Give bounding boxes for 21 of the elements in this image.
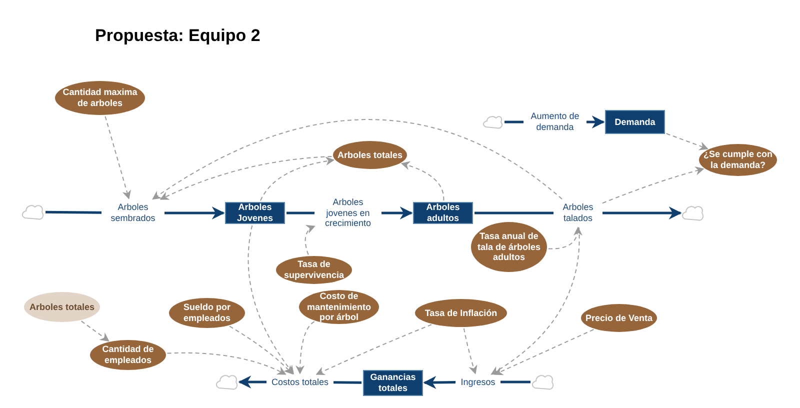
stock-box: Arboles adultos bbox=[413, 202, 473, 224]
diagram-title: Propuesta: Equipo 2 bbox=[95, 26, 260, 46]
variable-ellipse: Tasa de Inflación bbox=[415, 299, 507, 327]
stock-box: Demanda bbox=[605, 110, 665, 134]
variable-ellipse: Tasa de supervivencia bbox=[276, 256, 352, 284]
variable-ellipse: Cantidad de empleados bbox=[90, 340, 166, 370]
variable-ellipse: Cantidad maxima de arboles bbox=[55, 81, 145, 115]
cloud-symbol bbox=[532, 374, 554, 390]
shadow-variable-ellipse: Arboles totales bbox=[24, 292, 100, 322]
variable-ellipse: Precio de Venta bbox=[581, 304, 657, 332]
variable-ellipse: ¿Se cumple con la demanda? bbox=[699, 144, 777, 176]
stock-box: Ganancias totales bbox=[363, 370, 423, 396]
variable-ellipse: Sueldo por empleados bbox=[169, 298, 245, 328]
cloud-symbol bbox=[216, 374, 238, 390]
stock-box: Arboles Jovenes bbox=[225, 202, 285, 224]
cloud-symbol bbox=[22, 204, 44, 220]
cloud-symbol bbox=[483, 115, 503, 129]
variable-ellipse: Arboles totales bbox=[333, 141, 407, 169]
variable-ellipse: Costo de mantenimiento por árbol bbox=[299, 290, 379, 324]
variable-ellipse: Tasa anual de tala de árboles adultos bbox=[471, 222, 547, 272]
cloud-symbol bbox=[682, 205, 704, 221]
